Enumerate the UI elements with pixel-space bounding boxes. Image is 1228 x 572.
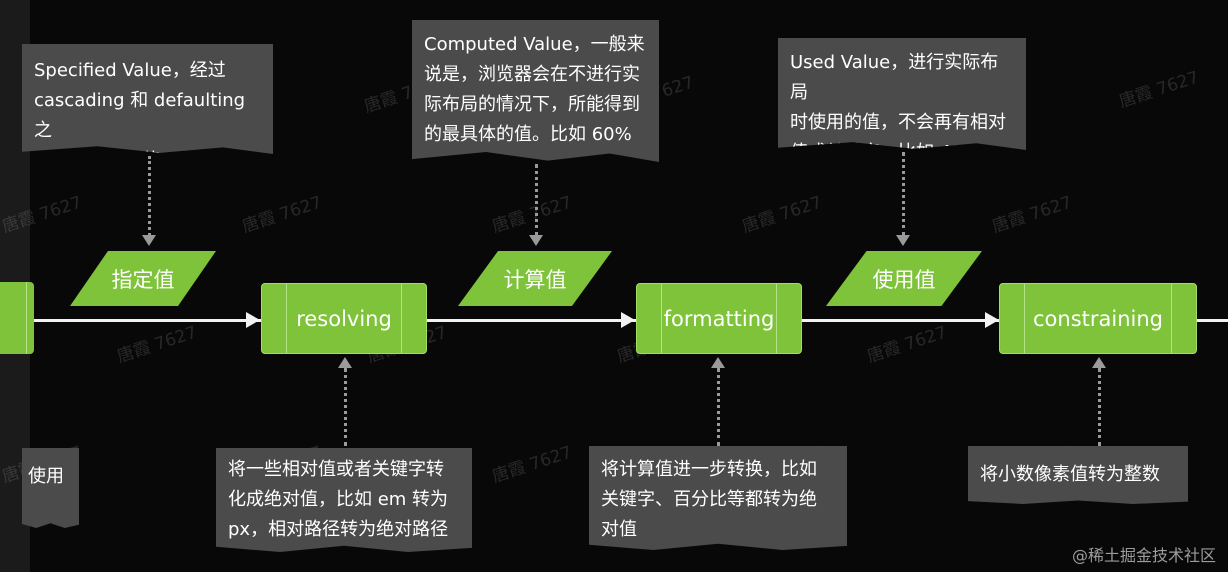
arrow-down-icon [142, 235, 156, 246]
watermark: 唐霞 7627 [489, 442, 575, 488]
arrow-right-icon [246, 312, 260, 328]
computed-value-node: 计算值 [458, 251, 612, 306]
watermark: 唐霞 7627 [1116, 67, 1202, 113]
constraining-label: constraining [1033, 306, 1163, 331]
formatting-label: formatting [663, 306, 775, 331]
constraining-process: constraining [999, 283, 1197, 354]
arrow-up-icon [711, 357, 725, 368]
arrow-up-icon [1092, 357, 1106, 368]
watermark: 唐霞 7627 [239, 192, 325, 238]
watermark: 唐霞 7627 [489, 192, 575, 238]
note-specified-value: Specified Value，经过 cascading 和 defaultin… [22, 44, 273, 154]
watermark: 唐霞 7627 [864, 322, 950, 368]
resolving-label: resolving [296, 306, 392, 331]
arrow-right-icon [985, 312, 999, 328]
arrow-down-icon [529, 235, 543, 246]
note-computed-value: Computed Value，一般来 说是，浏览器会在不进行实 际布局的情况下，… [412, 20, 659, 162]
note-left-partial: 使用 [22, 448, 79, 528]
resolving-process: resolving [261, 283, 427, 354]
watermark: 唐霞 7627 [114, 322, 200, 368]
watermark: 唐霞 7627 [739, 192, 825, 238]
note-constraining: 将小数像素值转为整数 [968, 446, 1188, 504]
note-used-value: Used Value，进行实际布局 时使用的值，不会再有相对 值或关键字。比如 … [778, 38, 1026, 150]
connector-line [344, 368, 347, 446]
arrow-right-icon [621, 312, 635, 328]
credit-text: @稀土掘金技术社区 [1071, 546, 1216, 565]
arrow-down-icon [896, 235, 910, 246]
watermark: 唐霞 7627 [989, 192, 1075, 238]
formatting-process: formatting [636, 283, 802, 354]
connector-line [1098, 368, 1101, 446]
connector-line [148, 156, 151, 236]
note-formatting: 将计算值进一步转换，比如 关键字、百分比等都转为绝 对值 [589, 446, 847, 550]
connector-line [535, 164, 538, 236]
connector-line [902, 152, 905, 236]
used-value-node: 使用值 [826, 251, 982, 306]
connector-line [717, 368, 720, 446]
arrow-up-icon [338, 357, 352, 368]
note-resolving: 将一些相对值或者关键字转 化成绝对值，比如 em 转为 px，相对路径转为绝对路… [216, 448, 472, 552]
specified-value-node: 指定值 [70, 251, 216, 306]
previous-process-node [0, 282, 34, 354]
